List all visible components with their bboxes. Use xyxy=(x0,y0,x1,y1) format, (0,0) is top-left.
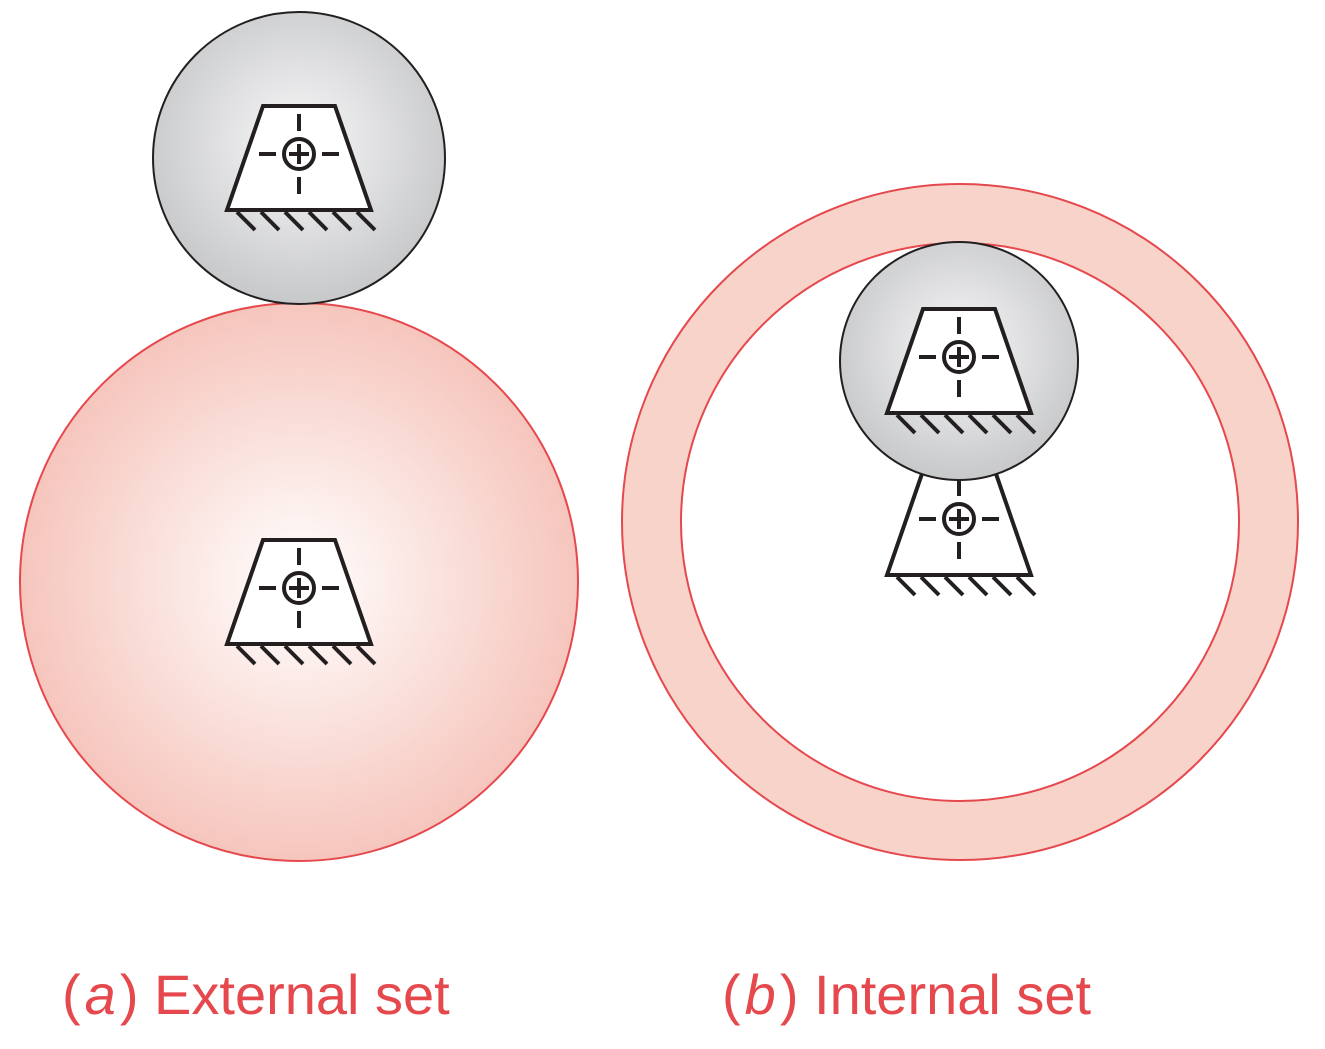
internal-ring-gear xyxy=(620,183,1300,861)
caption-letter: b xyxy=(744,963,776,1026)
caption-external-set: (a) External set xyxy=(62,955,450,1035)
caption-open-paren: ( xyxy=(722,963,741,1026)
bearing-support-icon xyxy=(885,469,1037,597)
caption-text: Internal set xyxy=(814,963,1092,1026)
caption-text: External set xyxy=(154,963,450,1026)
caption-letter: a xyxy=(84,963,116,1026)
external-set xyxy=(19,11,579,862)
caption-close-paren: ) xyxy=(779,963,799,1026)
caption-open-paren: ( xyxy=(62,963,81,1026)
caption-close-paren: ) xyxy=(119,963,139,1026)
caption-internal-set: (b) Internal set xyxy=(722,955,1091,1035)
internal-set xyxy=(620,183,1300,861)
